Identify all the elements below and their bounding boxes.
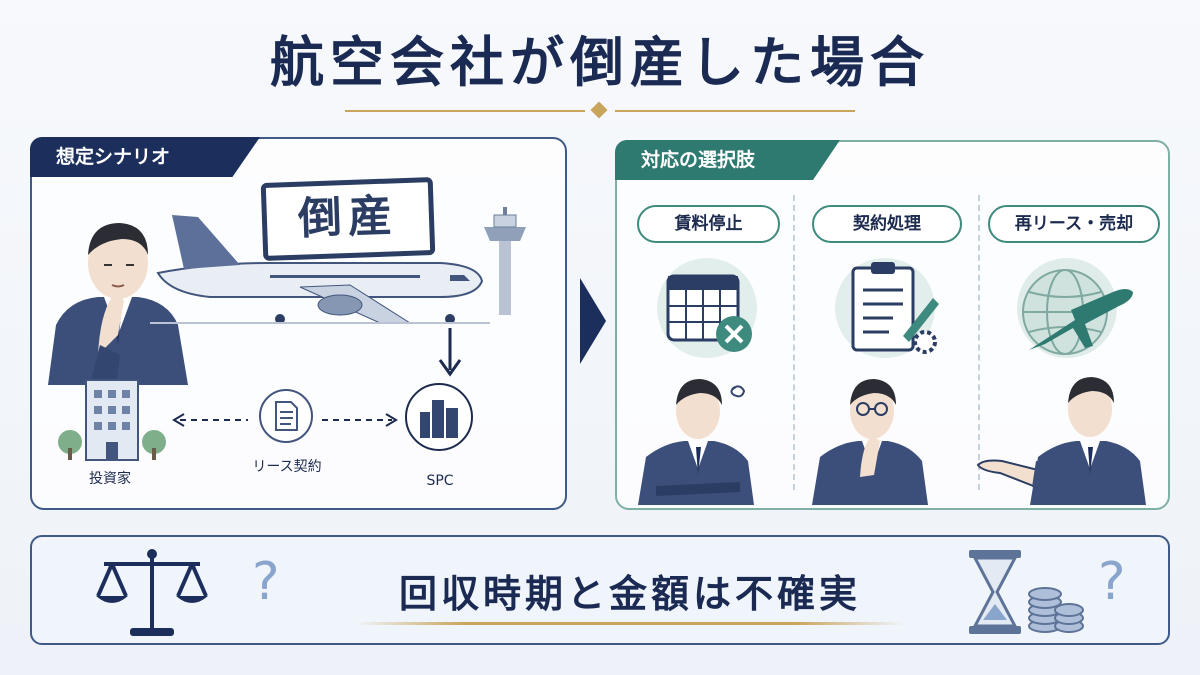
title-divider xyxy=(345,101,855,119)
control-tower-icon xyxy=(484,207,526,315)
page-title: 航空会社が倒産した場合 xyxy=(270,30,930,94)
scales-icon xyxy=(96,549,208,636)
hourglass-icon xyxy=(969,550,1021,634)
flow-arrow-icon xyxy=(580,278,606,364)
businessman-worried-icon xyxy=(638,379,754,505)
option-divider xyxy=(978,195,980,490)
lease-arrows xyxy=(172,413,398,427)
businessman-presenting-icon xyxy=(976,377,1146,505)
conclusion-text: 回収時期と金額は不確実 xyxy=(398,571,861,616)
investor-label: 投資家 xyxy=(89,471,131,487)
down-arrow-icon xyxy=(438,328,462,377)
businessman-glasses-icon xyxy=(812,379,928,505)
scenario-tag: 想定シナリオ xyxy=(30,137,260,177)
calendar-cancel-icon xyxy=(666,274,752,352)
office-building-icon xyxy=(58,379,166,461)
document-icon xyxy=(259,389,313,443)
option-divider xyxy=(793,195,795,490)
coins-icon xyxy=(1028,587,1084,633)
airplane-icon xyxy=(150,215,490,324)
conclusion-underline xyxy=(355,622,905,625)
diamond-ornament-icon xyxy=(590,101,608,119)
option-contract-process: 契約処理 xyxy=(812,205,962,243)
spc-label: SPC xyxy=(426,473,454,489)
globe-airplane-icon xyxy=(1022,269,1133,355)
question-mark-icon: ? xyxy=(252,552,280,612)
option-rent-stop: 賃料停止 xyxy=(637,205,780,243)
question-mark-icon: ? xyxy=(1098,552,1126,612)
clipboard-pen-icon xyxy=(851,262,939,354)
lease-contract-label: リース契約 xyxy=(252,459,322,475)
businessman-thinking-icon xyxy=(48,223,188,385)
option-release-sale: 再リース・売却 xyxy=(988,205,1160,243)
bankruptcy-stamp: 倒産 xyxy=(260,177,436,261)
spc-buildings-icon xyxy=(405,383,473,451)
options-tag: 対応の選択肢 xyxy=(615,140,840,180)
